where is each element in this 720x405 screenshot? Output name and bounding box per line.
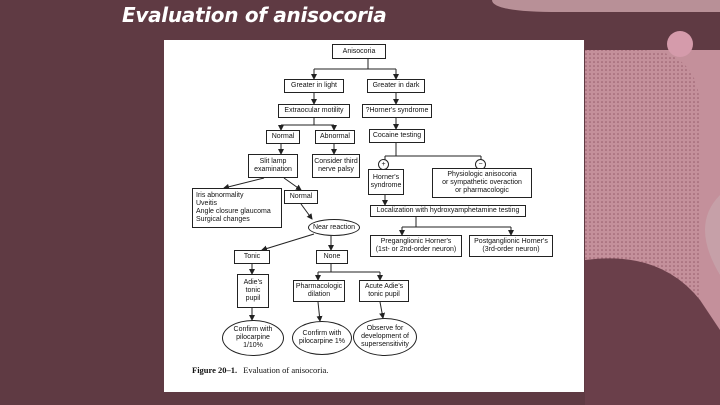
cocaine-testing-box: Cocaine testing bbox=[369, 129, 425, 143]
slide-title: Evaluation of anisocoria bbox=[122, 3, 387, 27]
horners-syndrome-box: Horner's syndrome bbox=[368, 169, 404, 195]
possible-horners-box: ?Horner's syndrome bbox=[362, 104, 432, 118]
top-right-pink-shape bbox=[492, 0, 720, 12]
figure-caption: Figure 20–1. Evaluation of anisocoria. bbox=[192, 365, 328, 375]
slit-lamp-box: Slit lamp examination bbox=[248, 154, 298, 178]
physiologic-anisocoria-box: Physiologic anisocoria or sympathetic ov… bbox=[432, 168, 532, 198]
flowchart-connectors bbox=[223, 59, 514, 322]
hydroxyamphetamine-box: Localization with hydroxyamphetamine tes… bbox=[370, 205, 526, 217]
none-box: None bbox=[316, 250, 348, 264]
third-nerve-palsy-box: Consider third nerve palsy bbox=[312, 154, 360, 178]
confirm-pilocarpine-tenth-oval: Confirm with pilocarpine 1/10% bbox=[222, 320, 284, 356]
confirm-pilocarpine-1-oval: Confirm with pilocarpine 1% bbox=[292, 321, 352, 355]
greater-in-dark-box: Greater in dark bbox=[367, 79, 425, 93]
preganglionic-horners-box: Preganglionic Horner's (1st- or 2nd-orde… bbox=[370, 235, 462, 257]
anisocoria-box: Anisocoria bbox=[332, 44, 386, 59]
pharmacologic-dilation-box: Pharmacologic dilation bbox=[293, 280, 345, 302]
tonic-box: Tonic bbox=[234, 250, 270, 264]
greater-in-light-box: Greater in light bbox=[284, 79, 344, 93]
postganglionic-horners-box: Postganglionic Horner's (3rd-order neuro… bbox=[469, 235, 553, 257]
flowchart-figure: Anisocoria Greater in light Greater in d… bbox=[164, 40, 584, 392]
pink-dot bbox=[667, 31, 693, 57]
normal-after-slit-lamp-box: Normal bbox=[284, 190, 318, 204]
figure-caption-text: Evaluation of anisocoria. bbox=[243, 365, 329, 375]
figure-caption-label: Figure 20–1. bbox=[192, 365, 238, 375]
lower-right-dark-shape bbox=[585, 258, 720, 405]
normal-box: Normal bbox=[266, 130, 300, 144]
extraocular-motility-box: Extraocular motility bbox=[278, 104, 350, 118]
abnormal-box: Abnormal bbox=[315, 130, 355, 144]
iris-abnormality-box: Iris abnormality Uveitis Angle closure g… bbox=[192, 188, 282, 228]
near-reaction-oval: Near reaction bbox=[308, 219, 360, 236]
right-edge-arc bbox=[705, 195, 720, 275]
adies-tonic-pupil-box: Adie's tonic pupil bbox=[237, 274, 269, 308]
acute-adies-box: Acute Adie's tonic pupil bbox=[359, 280, 409, 302]
observe-supersensitivity-oval: Observe for development of supersensitiv… bbox=[353, 318, 417, 356]
